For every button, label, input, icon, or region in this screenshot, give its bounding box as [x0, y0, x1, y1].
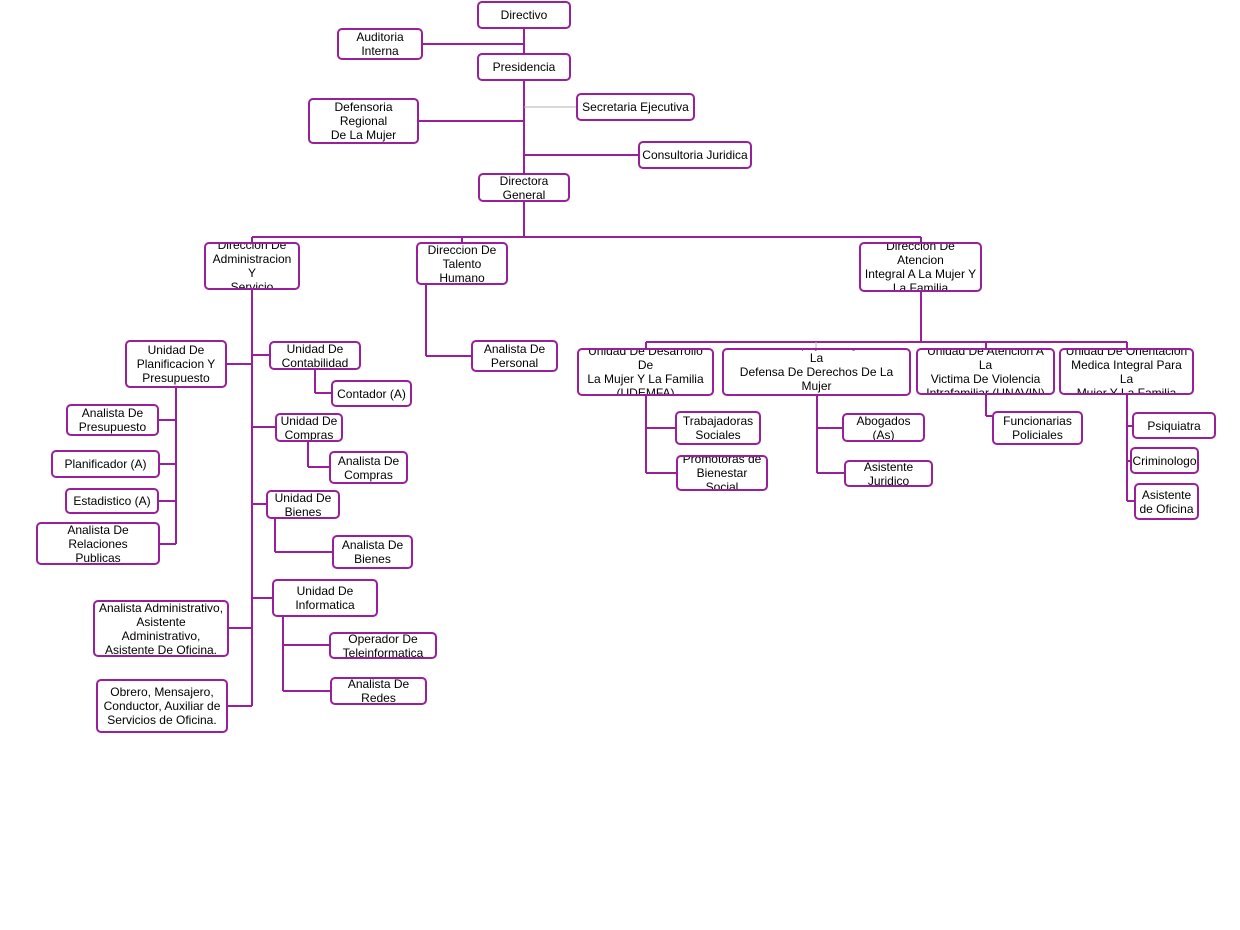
node-secretaria-ejecutiva: Secretaria Ejecutiva — [576, 93, 695, 121]
node-analista-personal: Analista De Personal — [471, 340, 558, 372]
node-funcionarias-policiales: Funcionarias Policiales — [992, 411, 1083, 445]
node-analista-presupuesto: Analista De Presupuesto — [66, 404, 159, 436]
node-directivo: Directivo — [477, 1, 571, 29]
node-estadistico: Estadistico (A) — [65, 488, 159, 514]
node-auditoria-interna: Auditoria Interna — [337, 28, 423, 60]
node-contador: Contador (A) — [331, 380, 412, 407]
node-unidad-bienes: Unidad De Bienes — [266, 490, 340, 519]
node-analista-compras: Analista De Compras — [329, 451, 408, 484]
node-criminologo: Criminologo — [1130, 447, 1199, 474]
node-asistente-juridico: Asistente Juridico — [844, 460, 933, 487]
node-analista-redes: Analista De Redes — [330, 677, 427, 705]
node-psiquiatra: Psiquiatra — [1132, 412, 1216, 439]
node-directora-general: Directora General — [478, 173, 570, 202]
node-uaidem: Unidad De Apoyo Integral Para La Defensa… — [722, 348, 911, 396]
node-planificador: Planificador (A) — [51, 450, 160, 478]
node-asistente-oficina: Asistente de Oficina — [1134, 483, 1199, 520]
node-unidad-contabilidad: Unidad De Contabilidad — [269, 341, 361, 370]
node-analista-administrativo: Analista Administrativo, Asistente Admin… — [93, 600, 229, 657]
node-direccion-administracion: Dirección De Administracion Y Servicio — [204, 242, 300, 290]
node-consultoria-juridica: Consultoria Juridica — [638, 141, 752, 169]
node-unidad-planificacion: Unidad De Planificacion Y Presupuesto — [125, 340, 227, 388]
node-unidad-orientacion-medica: Unidad De Orientacion Medica Integral Pa… — [1059, 348, 1194, 395]
node-obrero-mensajero: Obrero, Mensajero, Conductor, Auxiliar d… — [96, 679, 228, 733]
node-presidencia: Presidencia — [477, 53, 571, 81]
node-operador-teleinformatica: Operador De Teleinformatica — [329, 632, 437, 659]
node-unavin: Unidad De Atencion A La Victima De Viole… — [916, 348, 1055, 395]
node-udemfa: Unidad De Desarrollo De La Mujer Y La Fa… — [577, 348, 714, 396]
node-analista-bienes: Analista De Bienes — [332, 535, 413, 569]
node-trabajadoras-sociales: Trabajadoras Sociales — [675, 411, 761, 445]
node-direccion-atencion-integral: Dirección De Atencion Integral A La Muje… — [859, 242, 982, 292]
node-promotoras-bienestar: Promotoras de Bienestar Social — [676, 455, 768, 491]
node-defensoria-regional: Defensoria Regional De La Mujer — [308, 98, 419, 144]
node-abogados: Abogados (As) — [842, 413, 925, 442]
node-unidad-informatica: Unidad De Informatica — [272, 579, 378, 617]
node-analista-relaciones-publicas: Analista De Relaciones Publicas — [36, 522, 160, 565]
node-direccion-talento-humano: Direccion De Talento Humano — [416, 242, 508, 285]
node-unidad-compras: Unidad De Compras — [275, 413, 343, 442]
